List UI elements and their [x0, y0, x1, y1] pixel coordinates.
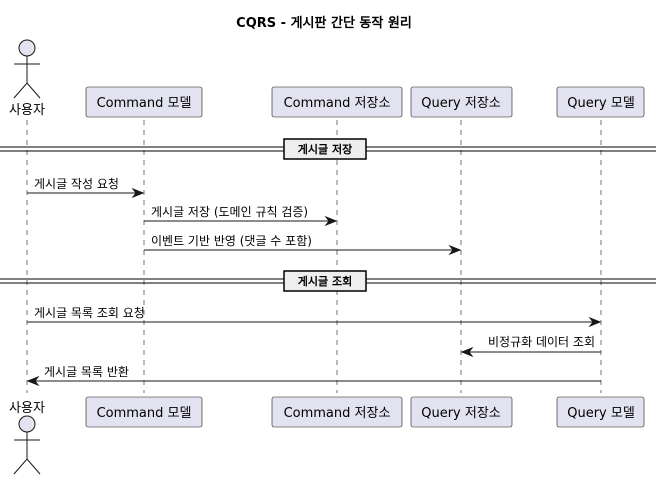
participant-label: Query 저장소: [421, 406, 501, 421]
participant-box: [410, 86, 513, 118]
message-label: 비정규화 데이터 조회: [488, 335, 595, 349]
divider-save: 게시글 저장: [0, 138, 656, 160]
arrowhead-icon: [588, 316, 602, 328]
participant-label: Query 저장소: [421, 96, 501, 111]
message-list-return: 게시글 목록 반환: [26, 365, 601, 387]
actor-head-icon: [18, 39, 36, 57]
message-label: 게시글 작성 요청: [34, 177, 119, 191]
divider-label: 게시글 저장: [298, 142, 352, 156]
diagram-title: CQRS - 게시판 간단 동작 원리: [236, 15, 412, 31]
actor-user-bottom: 사용자: [9, 401, 45, 475]
participant-query-model-top: Query 모델: [556, 86, 645, 118]
participant-box: [85, 396, 203, 428]
participant-query-store-bottom: Query 저장소: [410, 396, 513, 428]
arrowhead-icon: [460, 346, 474, 358]
divider-box: [283, 270, 367, 292]
participant-label-user-bottom: 사용자: [9, 401, 45, 416]
participant-query-model-bottom: Query 모델: [556, 396, 645, 428]
participant-label: Command 저장소: [284, 406, 391, 421]
participant-label: Command 모델: [97, 96, 192, 111]
participant-box: [556, 86, 645, 118]
participant-box: [556, 396, 645, 428]
arrowhead-icon: [448, 244, 462, 256]
message-save-post: 게시글 저장 (도메인 규칙 검증): [144, 205, 338, 227]
participant-command-store-bottom: Command 저장소: [271, 396, 403, 428]
messages: 게시글 작성 요청 게시글 저장 (도메인 규칙 검증) 이벤트 기반 반영 (…: [27, 177, 462, 256]
participant-label: Command 모델: [97, 406, 192, 421]
actor-legs-line: [13, 82, 41, 99]
participant-command-model-top: Command 모델: [85, 86, 203, 118]
message-label: 게시글 목록 반환: [44, 365, 129, 379]
actor-head-icon: [18, 415, 36, 433]
participant-box: [410, 396, 513, 428]
message-list-request: 게시글 목록 조회 요청: [27, 306, 602, 328]
participant-label: Query 모델: [567, 406, 635, 421]
participant-label: Command 저장소: [284, 96, 391, 111]
participants-top: 사용자 Command 모델 Command 저장소 Query 저장소 Que…: [9, 39, 645, 118]
participants-bottom: 사용자 Command 모델 Command 저장소 Query 저장소 Que…: [9, 396, 645, 475]
message-event-reflect: 이벤트 기반 반영 (댓글 수 포함): [144, 234, 462, 256]
participant-box: [271, 86, 403, 118]
participant-box: [271, 396, 403, 428]
messages-query: 게시글 목록 조회 요청 비정규화 데이터 조회 게시글 목록 반환: [26, 306, 602, 387]
arrowhead-icon: [26, 375, 40, 387]
message-write-request: 게시글 작성 요청: [27, 177, 145, 199]
message-label: 게시글 저장 (도메인 규칙 검증): [151, 205, 308, 219]
participant-query-store-top: Query 저장소: [410, 86, 513, 118]
message-label: 이벤트 기반 반영 (댓글 수 포함): [151, 234, 312, 248]
arrowhead-icon: [131, 187, 145, 199]
participant-command-model-bottom: Command 모델: [85, 396, 203, 428]
participant-label: Query 모델: [567, 96, 635, 111]
message-label: 게시글 목록 조회 요청: [34, 306, 145, 320]
actor-legs-line: [13, 458, 41, 475]
participant-box: [85, 86, 203, 118]
participant-label-user-top: 사용자: [9, 103, 45, 118]
actor-user-top: 사용자: [9, 39, 45, 118]
arrowhead-icon: [324, 215, 338, 227]
divider-query: 게시글 조회: [0, 270, 656, 292]
divider-box: [283, 138, 367, 160]
message-denormalized-read: 비정규화 데이터 조회: [460, 335, 601, 358]
divider-label: 게시글 조회: [298, 274, 352, 288]
participant-command-store-top: Command 저장소: [271, 86, 403, 118]
